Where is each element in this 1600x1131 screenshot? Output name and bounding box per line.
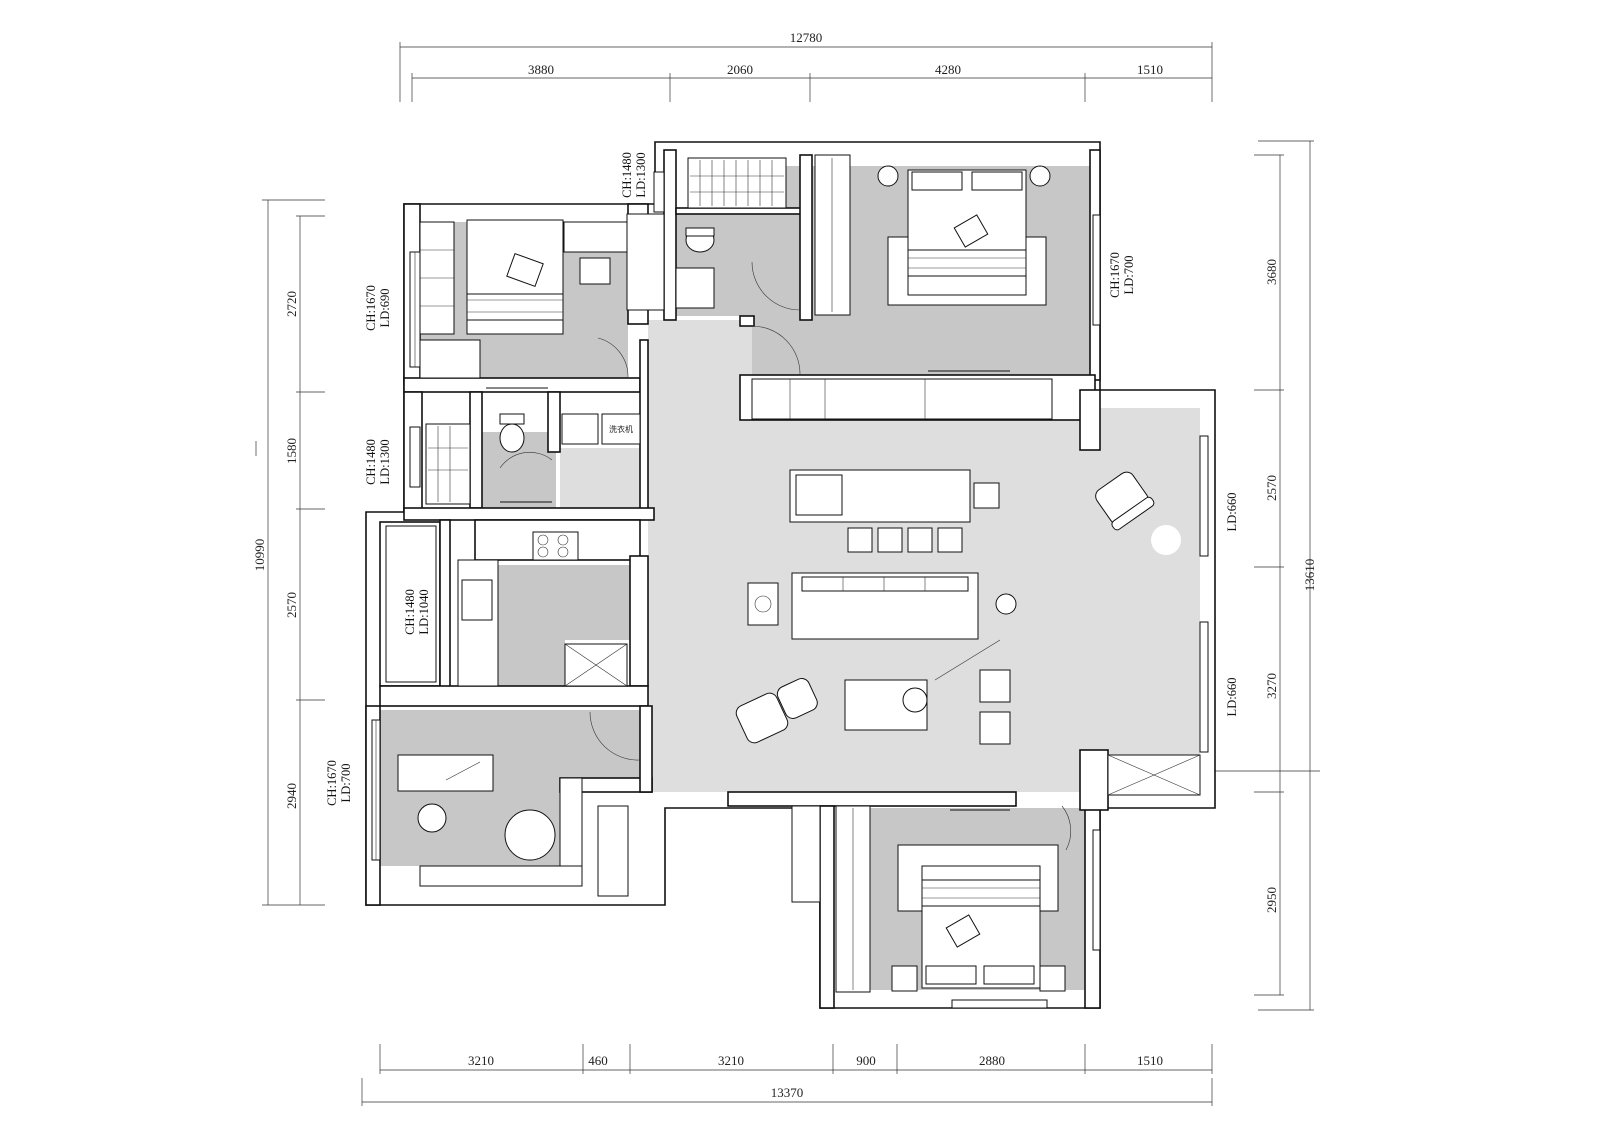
ottoman <box>979 711 1011 745</box>
label-bath-north-ld: LD:1300 <box>634 152 648 197</box>
dim-bottom-total: 13370 <box>771 1085 804 1100</box>
counter <box>457 559 499 687</box>
shelf-unit <box>791 805 821 903</box>
top-dimensions: 12780 3880 2060 4280 1510 <box>399 30 1213 102</box>
label-living-lower-ld: LD:660 <box>1225 678 1239 717</box>
bedroom-northwest-furniture <box>419 219 629 389</box>
dim-right-4: 2950 <box>1264 887 1279 913</box>
label-kitchen-ld: LD:1040 <box>417 589 431 634</box>
label-nw-ld: LD:690 <box>378 289 392 328</box>
dim-bottom-6: 1510 <box>1137 1053 1163 1068</box>
dim-top-total: 12780 <box>790 30 823 45</box>
bookshelf <box>559 777 583 867</box>
label-kitchen-ch: CH:1480 <box>403 589 417 635</box>
dim-left-2: 1580 <box>284 438 299 464</box>
dining-chair <box>847 527 873 553</box>
label-living-upper-ld: LD:660 <box>1225 493 1239 532</box>
kitchen-furniture <box>385 525 628 687</box>
cabinet <box>626 213 665 311</box>
desk <box>419 339 481 379</box>
stool <box>973 482 1000 509</box>
label-master-ch: CH:1670 <box>1108 252 1122 298</box>
ottoman <box>979 669 1011 703</box>
dining-chair <box>907 527 933 553</box>
lounge-chair <box>1095 471 1155 531</box>
bathroom-west-furniture: 洗衣机 <box>425 413 641 505</box>
bottom-dimensions: 3210 460 3210 900 2880 1510 13370 <box>361 1044 1213 1106</box>
windows <box>371 171 1209 1009</box>
dim-left-3: 2570 <box>284 592 299 618</box>
nightstand-lamp <box>1029 165 1051 187</box>
lounge-chair <box>776 678 818 719</box>
dim-bottom-3: 3210 <box>718 1053 744 1068</box>
dining-chair <box>937 527 963 553</box>
label-bath-west-ld: LD:1300 <box>378 439 392 484</box>
pantry <box>385 525 437 683</box>
label-master-ld: LD:700 <box>1122 256 1136 295</box>
cabinet-row <box>419 865 583 887</box>
dim-bottom-5: 2880 <box>979 1053 1005 1068</box>
bedroom-south-furniture <box>791 805 1072 993</box>
shower <box>687 157 787 209</box>
dining-chair <box>877 527 903 553</box>
round-table <box>1151 525 1181 555</box>
sink <box>461 579 493 621</box>
side-table <box>747 582 779 626</box>
dim-left-1: 2720 <box>284 291 299 317</box>
closet-row <box>751 378 1053 420</box>
washer-label: 洗衣机 <box>609 424 633 434</box>
cooktop <box>532 531 579 561</box>
dim-top-1: 3880 <box>528 62 554 77</box>
wardrobe <box>814 154 851 316</box>
dim-left-total: 10990 <box>252 539 267 572</box>
dim-bottom-2: 460 <box>588 1053 608 1068</box>
label-study-ch: CH:1670 <box>325 760 339 806</box>
chair <box>417 803 447 833</box>
dim-top-2: 2060 <box>727 62 753 77</box>
dim-top-4: 1510 <box>1137 62 1163 77</box>
shower-grid <box>690 160 784 206</box>
sink <box>675 267 715 309</box>
right-dimensions: 13610 3680 2570 3270 2950 <box>1205 140 1320 1011</box>
desk <box>397 754 494 792</box>
nightstand-lamp <box>877 165 899 187</box>
label-study-ld: LD:700 <box>339 764 353 803</box>
bathroom-north-furniture <box>626 157 801 311</box>
master-bedroom-furniture <box>751 154 1053 420</box>
study-furniture <box>397 711 641 897</box>
washer[interactable] <box>601 413 641 445</box>
label-bath-west-ch: CH:1480 <box>364 439 378 485</box>
dim-bottom-1: 3210 <box>468 1053 494 1068</box>
lounge-chair <box>735 692 789 744</box>
dim-right-total: 13610 <box>1302 559 1317 592</box>
dim-bottom-4: 900 <box>856 1053 876 1068</box>
dim-right-2: 2570 <box>1264 475 1279 501</box>
study <box>380 710 640 866</box>
dim-right-1: 3680 <box>1264 259 1279 285</box>
toilet <box>499 423 525 453</box>
kitchen <box>498 565 630 686</box>
left-dimensions: 10990 2720 1580 2570 2940 <box>252 199 325 906</box>
floor-lamp <box>995 593 1017 615</box>
living-room <box>648 320 1200 792</box>
living-dining-furniture <box>735 469 1201 796</box>
nightstand <box>891 965 918 992</box>
sink <box>561 413 599 445</box>
dim-right-3: 3270 <box>1264 673 1279 699</box>
dim-left-4: 2940 <box>284 783 299 809</box>
bathroom-west <box>482 432 556 508</box>
label-bath-north-ch: CH:1480 <box>620 152 634 198</box>
dim-top-3: 4280 <box>935 62 961 77</box>
window-labels: CH:1670 LD:690 CH:1480 LD:1300 CH:1670 L… <box>325 152 1239 806</box>
shower <box>425 423 471 505</box>
armchair <box>504 809 556 861</box>
label-nw-ch: CH:1670 <box>364 285 378 331</box>
nightstand <box>1039 965 1066 992</box>
